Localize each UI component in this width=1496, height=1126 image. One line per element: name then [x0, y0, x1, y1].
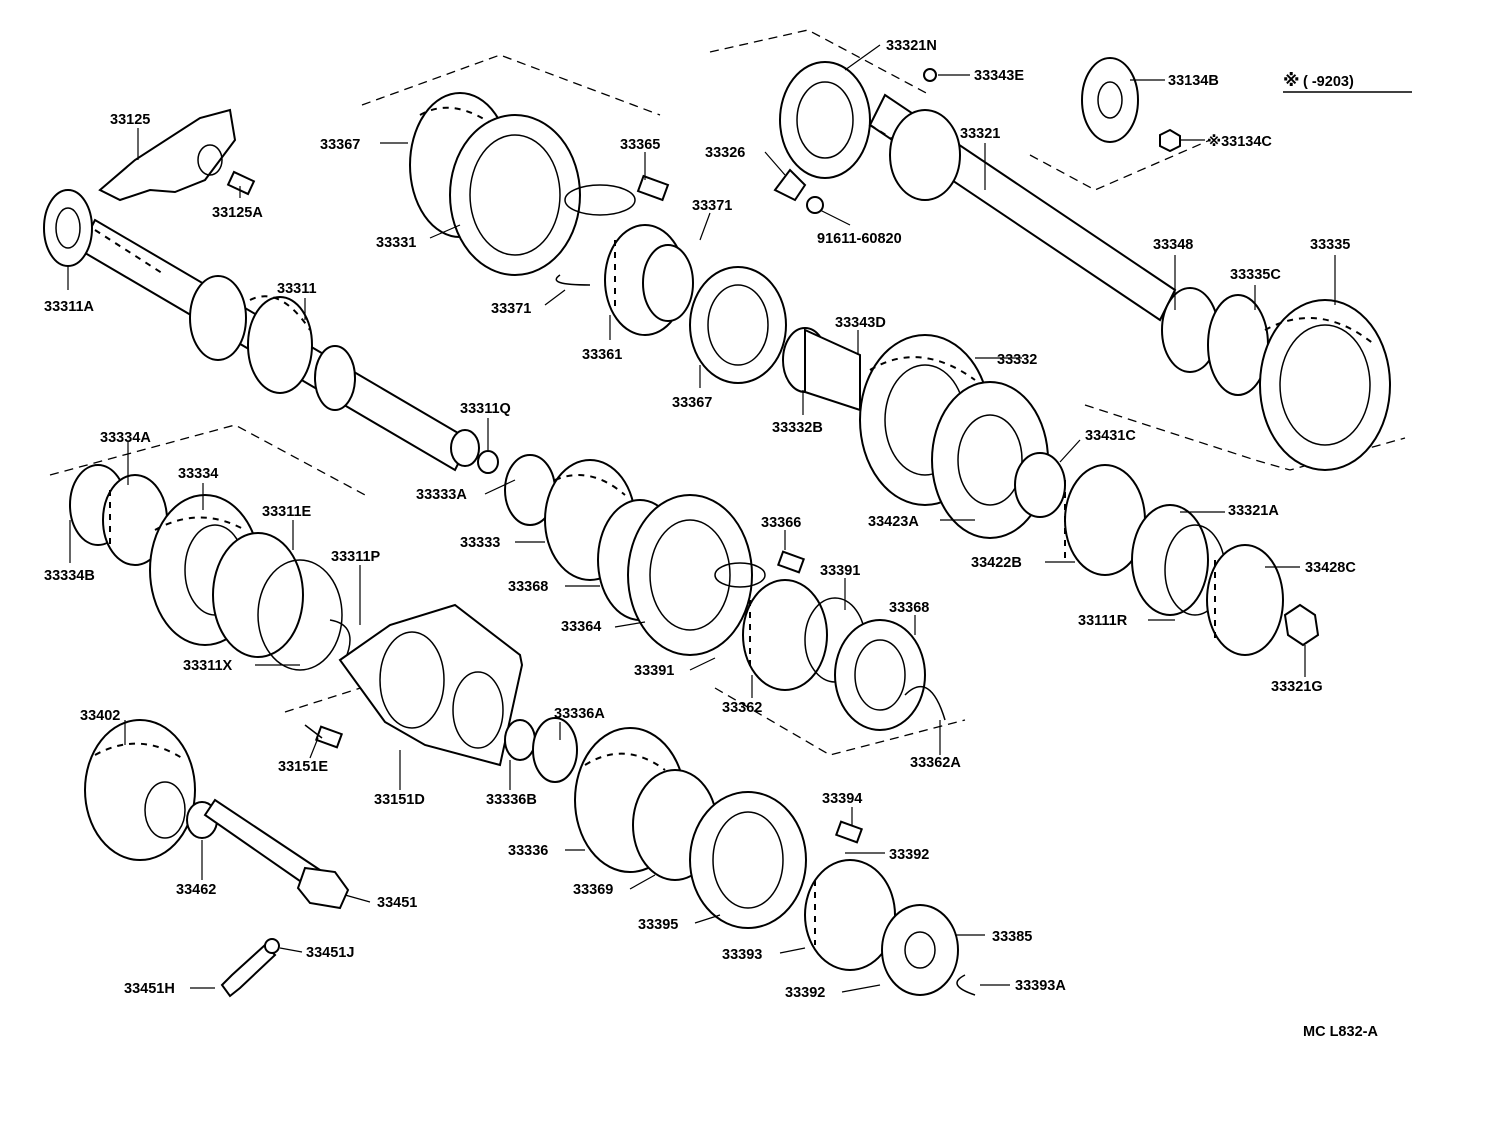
part-label-33348: 33348 — [1153, 237, 1193, 253]
part-label-33361: 33361 — [582, 347, 622, 363]
part-label-33362: 33362 — [722, 700, 762, 716]
figure-code: MC L832-A — [1303, 1024, 1378, 1040]
part-label-33333: 33333 — [460, 535, 500, 551]
part-label-33336b: 33336B — [486, 792, 537, 808]
part-label-33336a: 33336A — [554, 706, 605, 722]
leader-lines — [67, 44, 1336, 993]
part-label-33151e: 33151E — [278, 759, 328, 775]
note-range: ( -9203) — [1303, 74, 1354, 90]
part-label-33125: 33125 — [110, 112, 150, 128]
part-label-33371-upper: 33371 — [692, 198, 732, 214]
part-label-33451j: 33451J — [306, 945, 354, 961]
part-label-33462: 33462 — [176, 882, 216, 898]
part-label-33393a: 33393A — [1015, 978, 1066, 994]
main-shaft-assembly — [43, 189, 499, 474]
part-label-33321g: 33321G — [1271, 679, 1323, 695]
note-symbol: ※ — [1283, 71, 1300, 90]
part-label-33391-lower: 33391 — [634, 663, 674, 679]
part-label-33391-upper: 33391 — [820, 563, 860, 579]
part-label-33393: 33393 — [722, 947, 762, 963]
part-label-33335: 33335 — [1310, 237, 1350, 253]
part-label-33394: 33394 — [822, 791, 862, 807]
part-label-33364: 33364 — [561, 619, 601, 635]
part-label-33311e: 33311E — [262, 504, 312, 520]
part-label-33336: 33336 — [508, 843, 548, 859]
part-label-33134c: ※33134C — [1207, 134, 1272, 150]
part-label-33402: 33402 — [80, 708, 120, 724]
part-label-33125a: 33125A — [212, 205, 263, 221]
applicability-note: ※ ( -9203) — [1283, 71, 1412, 93]
part-label-33423a: 33423A — [868, 514, 919, 530]
gear-group-bottom — [504, 717, 976, 996]
part-label-33385: 33385 — [992, 929, 1032, 945]
part-label-33335c: 33335C — [1230, 267, 1281, 283]
part-label-33321a: 33321A — [1228, 503, 1279, 519]
part-label-33451: 33451 — [377, 895, 417, 911]
part-label-33332: 33332 — [997, 352, 1037, 368]
part-label-33428c: 33428C — [1305, 560, 1356, 576]
part-label-33311q: 33311Q — [460, 401, 511, 417]
part-label-33334b: 33334B — [44, 568, 95, 584]
gear-group-middle — [782, 327, 1320, 656]
part-label-33321n: 33321N — [886, 38, 937, 54]
part-label-33333a: 33333A — [416, 487, 467, 503]
gear-group-left — [69, 464, 351, 671]
part-label-33331: 33331 — [376, 235, 416, 251]
part-label-33334a: 33334A — [100, 430, 151, 446]
part-label-33326: 33326 — [705, 145, 745, 161]
part-label-33367-lower: 33367 — [672, 395, 712, 411]
part-label-33311: 33311 — [277, 281, 317, 297]
part-label-33392-upper: 33392 — [889, 847, 929, 863]
part-label-33395: 33395 — [638, 917, 678, 933]
reverse-idler-group — [84, 719, 350, 998]
part-label-33362a: 33362A — [910, 755, 961, 771]
part-label-33332b: 33332B — [772, 420, 823, 436]
part-label-33134b: 33134B — [1168, 73, 1219, 89]
part-label-33311a: 33311A — [44, 299, 95, 315]
part-label-33368-right: 33368 — [889, 600, 929, 616]
part-label-33431c: 33431C — [1085, 428, 1136, 444]
output-shaft-assembly — [773, 57, 1391, 471]
part-label-33311p: 33311P — [331, 549, 381, 565]
part-label-33111r: 33111R — [1078, 613, 1128, 629]
part-label-33311x: 33311X — [183, 658, 233, 674]
shift-bracket-part — [98, 108, 256, 202]
part-label-33422b: 33422B — [971, 555, 1022, 571]
synchro-sleeve-group-upper — [409, 92, 787, 384]
part-label-33366: 33366 — [761, 515, 801, 531]
part-label-33151d: 33151D — [374, 792, 425, 808]
part-label-33392-lower: 33392 — [785, 985, 825, 1001]
part-label-33368-left: 33368 — [508, 579, 548, 595]
part-label-33371-lower: 33371 — [491, 301, 531, 317]
part-label-33451h: 33451H — [124, 981, 175, 997]
gear-group-center — [504, 454, 946, 731]
part-label-33369: 33369 — [573, 882, 613, 898]
part-label-33343d: 33343D — [835, 315, 886, 331]
part-label-33321: 33321 — [960, 126, 1000, 142]
part-label-33343e: 33343E — [974, 68, 1024, 84]
part-label-91611-60820: 91611-60820 — [817, 231, 902, 247]
part-label-33365: 33365 — [620, 137, 660, 153]
part-label-33367-upper: 33367 — [320, 137, 360, 153]
part-label-33334: 33334 — [178, 466, 218, 482]
gasket-plate — [304, 603, 524, 767]
part-labels: 33321N 33343E 33134B ※33134C 33321 33326… — [44, 38, 1356, 1001]
